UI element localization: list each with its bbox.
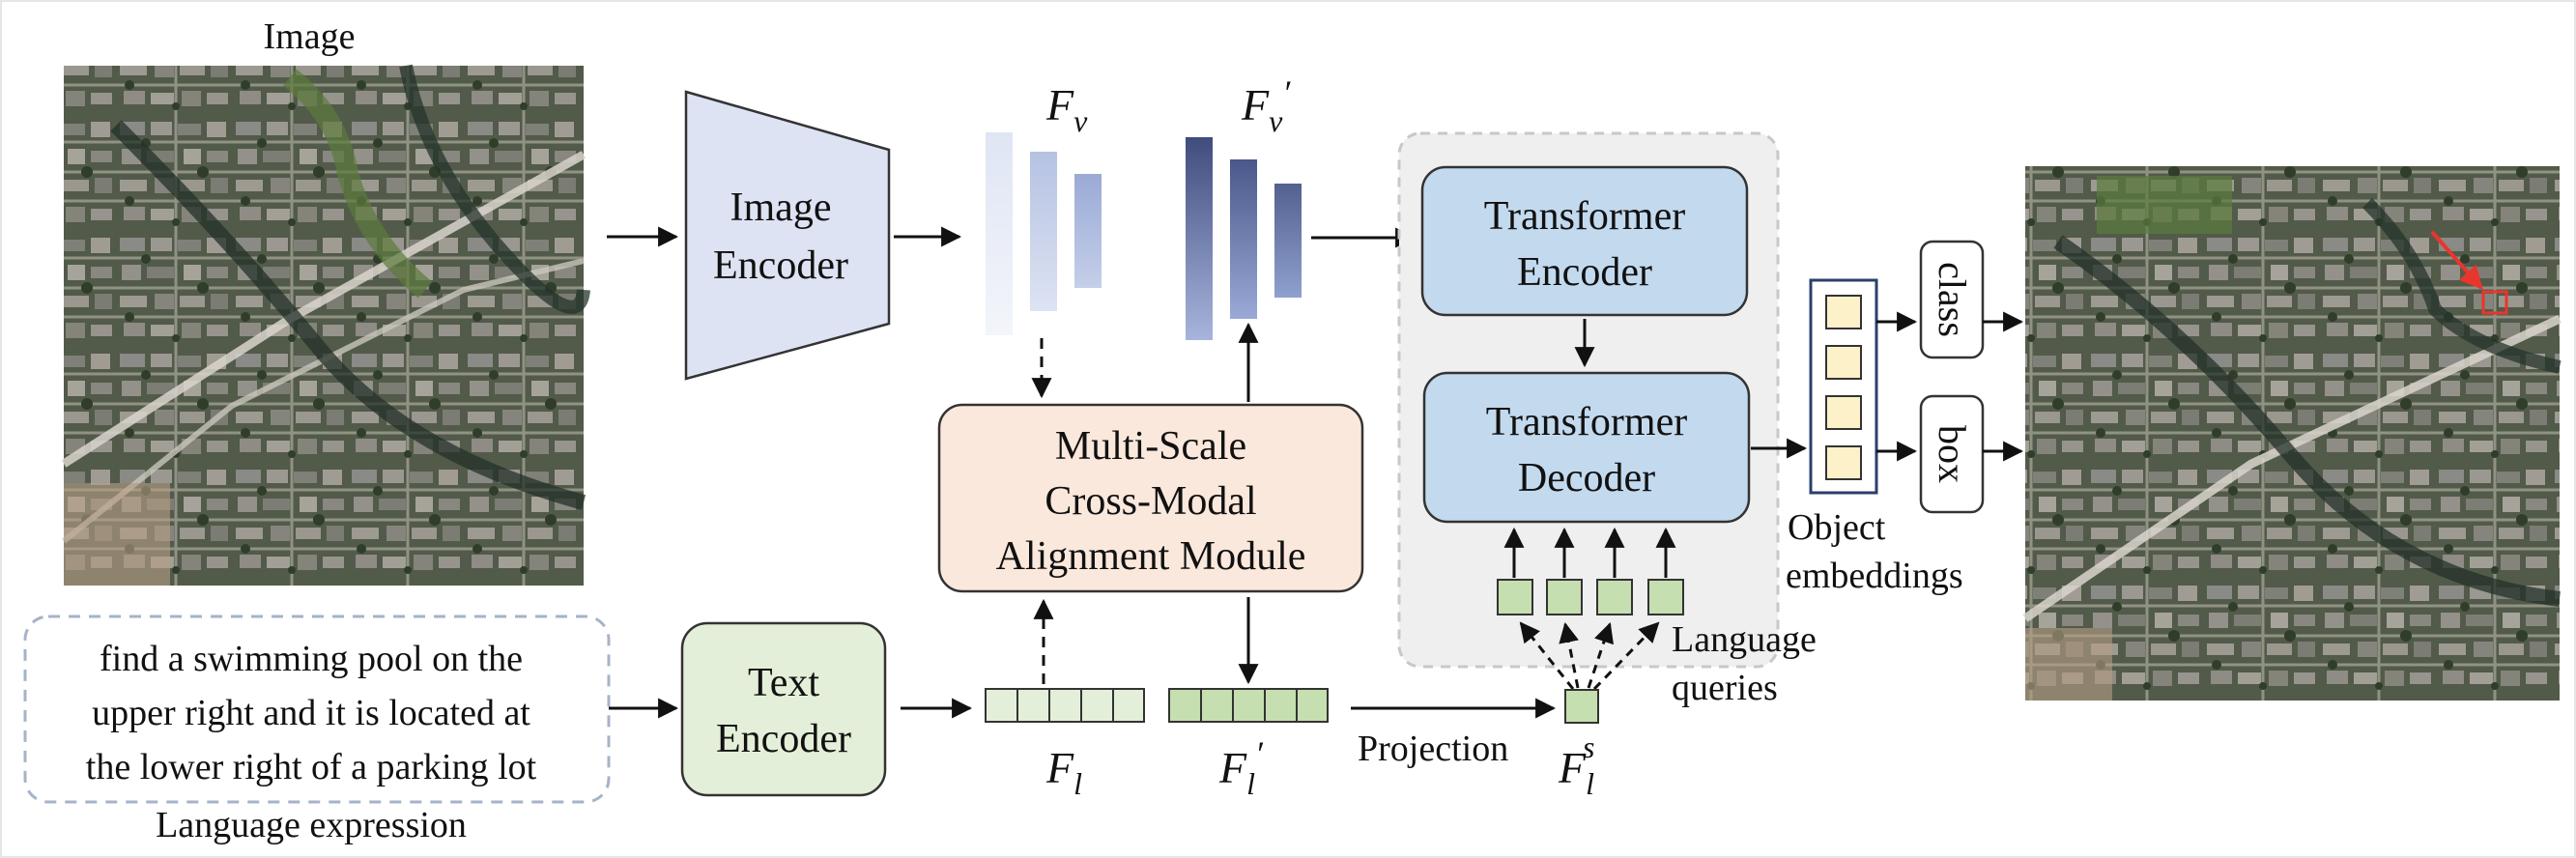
box-head: box	[1919, 394, 1985, 514]
query-token-1	[1497, 579, 1533, 615]
language-query-tokens	[1497, 579, 1684, 615]
prediction-box	[2481, 290, 2508, 315]
fl-prime-token-sequence	[1168, 688, 1329, 723]
transformer-decoder-label-line1: Transformer	[1486, 400, 1687, 444]
language-expression-box: find a swimming pool on the upper right …	[23, 615, 611, 804]
projection-label: Projection	[1358, 729, 1508, 769]
fl-label: Fl	[1045, 743, 1082, 801]
query-token-3	[1596, 579, 1633, 615]
transformer-decoder-label-line2: Decoder	[1518, 456, 1655, 500]
fv-level-1	[986, 132, 1013, 335]
object-embeddings-label-line1: Object	[1788, 507, 1886, 548]
mscam-label-line1: Multi-Scale	[1055, 424, 1246, 469]
fv-prime-level-1	[1186, 137, 1213, 340]
query-token-2	[1546, 579, 1583, 615]
text-encoder: Text Encoder	[680, 621, 887, 797]
mscam-label-line3: Alignment Module	[996, 534, 1306, 579]
object-embeddings	[1809, 278, 1878, 495]
language-expression-label: Language expression	[156, 805, 467, 845]
image-encoder-label-line2: Encoder	[713, 243, 848, 288]
transformer-encoder-label-line1: Transformer	[1484, 194, 1685, 239]
output-aerial-image	[2022, 166, 2562, 701]
input-aerial-image	[61, 64, 590, 586]
fv-level-3	[1074, 174, 1102, 288]
embedding-slot-1	[1825, 295, 1862, 329]
fv-level-2	[1030, 152, 1057, 311]
mscam-label-line2: Cross-Modal	[1045, 479, 1256, 524]
fl-token-sequence	[985, 688, 1145, 723]
embedding-slot-3	[1825, 395, 1862, 430]
image-encoder-label-line1: Image	[730, 186, 832, 230]
expression-line-1: find a swimming pool on the	[100, 639, 523, 679]
object-embeddings-label-line2: embeddings	[1786, 556, 1963, 596]
fv-prime-level-2	[1230, 159, 1257, 319]
query-token-4	[1647, 579, 1684, 615]
transformer-encoder-label-line2: Encoder	[1517, 250, 1652, 295]
text-encoder-label-line1: Text	[748, 661, 819, 705]
fv-feature-maps	[986, 132, 1102, 335]
prediction-arrow	[2430, 230, 2483, 290]
language-queries-label-line1: Language	[1672, 619, 1817, 660]
class-head: class	[1919, 240, 1985, 359]
fv-prime-label: Fv′	[1241, 73, 1291, 138]
expression-line-3: the lower right of a parking lot	[86, 747, 537, 787]
image-title: Image	[264, 16, 356, 57]
language-queries-label-line2: queries	[1672, 668, 1778, 708]
expression-line-2: upper right and it is located at	[92, 693, 530, 733]
class-label: class	[1931, 262, 1974, 337]
query-arrows	[1503, 527, 1676, 578]
fls-token	[1564, 689, 1599, 724]
image-encoder: Image Encoder	[684, 90, 891, 381]
embedding-slot-4	[1825, 445, 1862, 480]
query-generation-arrows	[1519, 621, 1660, 691]
text-encoder-label-line2: Encoder	[716, 717, 851, 761]
fv-prime-feature-maps	[1186, 137, 1302, 340]
fls-label: Fls	[1558, 729, 1594, 801]
transformer-encoder: Transformer Encoder	[1420, 165, 1749, 317]
fv-label: Fv	[1045, 80, 1088, 138]
transformer-decoder: Transformer Decoder	[1422, 371, 1751, 524]
box-label: box	[1931, 425, 1974, 483]
fv-prime-level-3	[1274, 184, 1302, 298]
embedding-slot-2	[1825, 345, 1862, 380]
fl-prime-label: Fl′	[1218, 734, 1264, 801]
cross-modal-alignment-module: Multi-Scale Cross-Modal Alignment Module	[937, 403, 1364, 593]
